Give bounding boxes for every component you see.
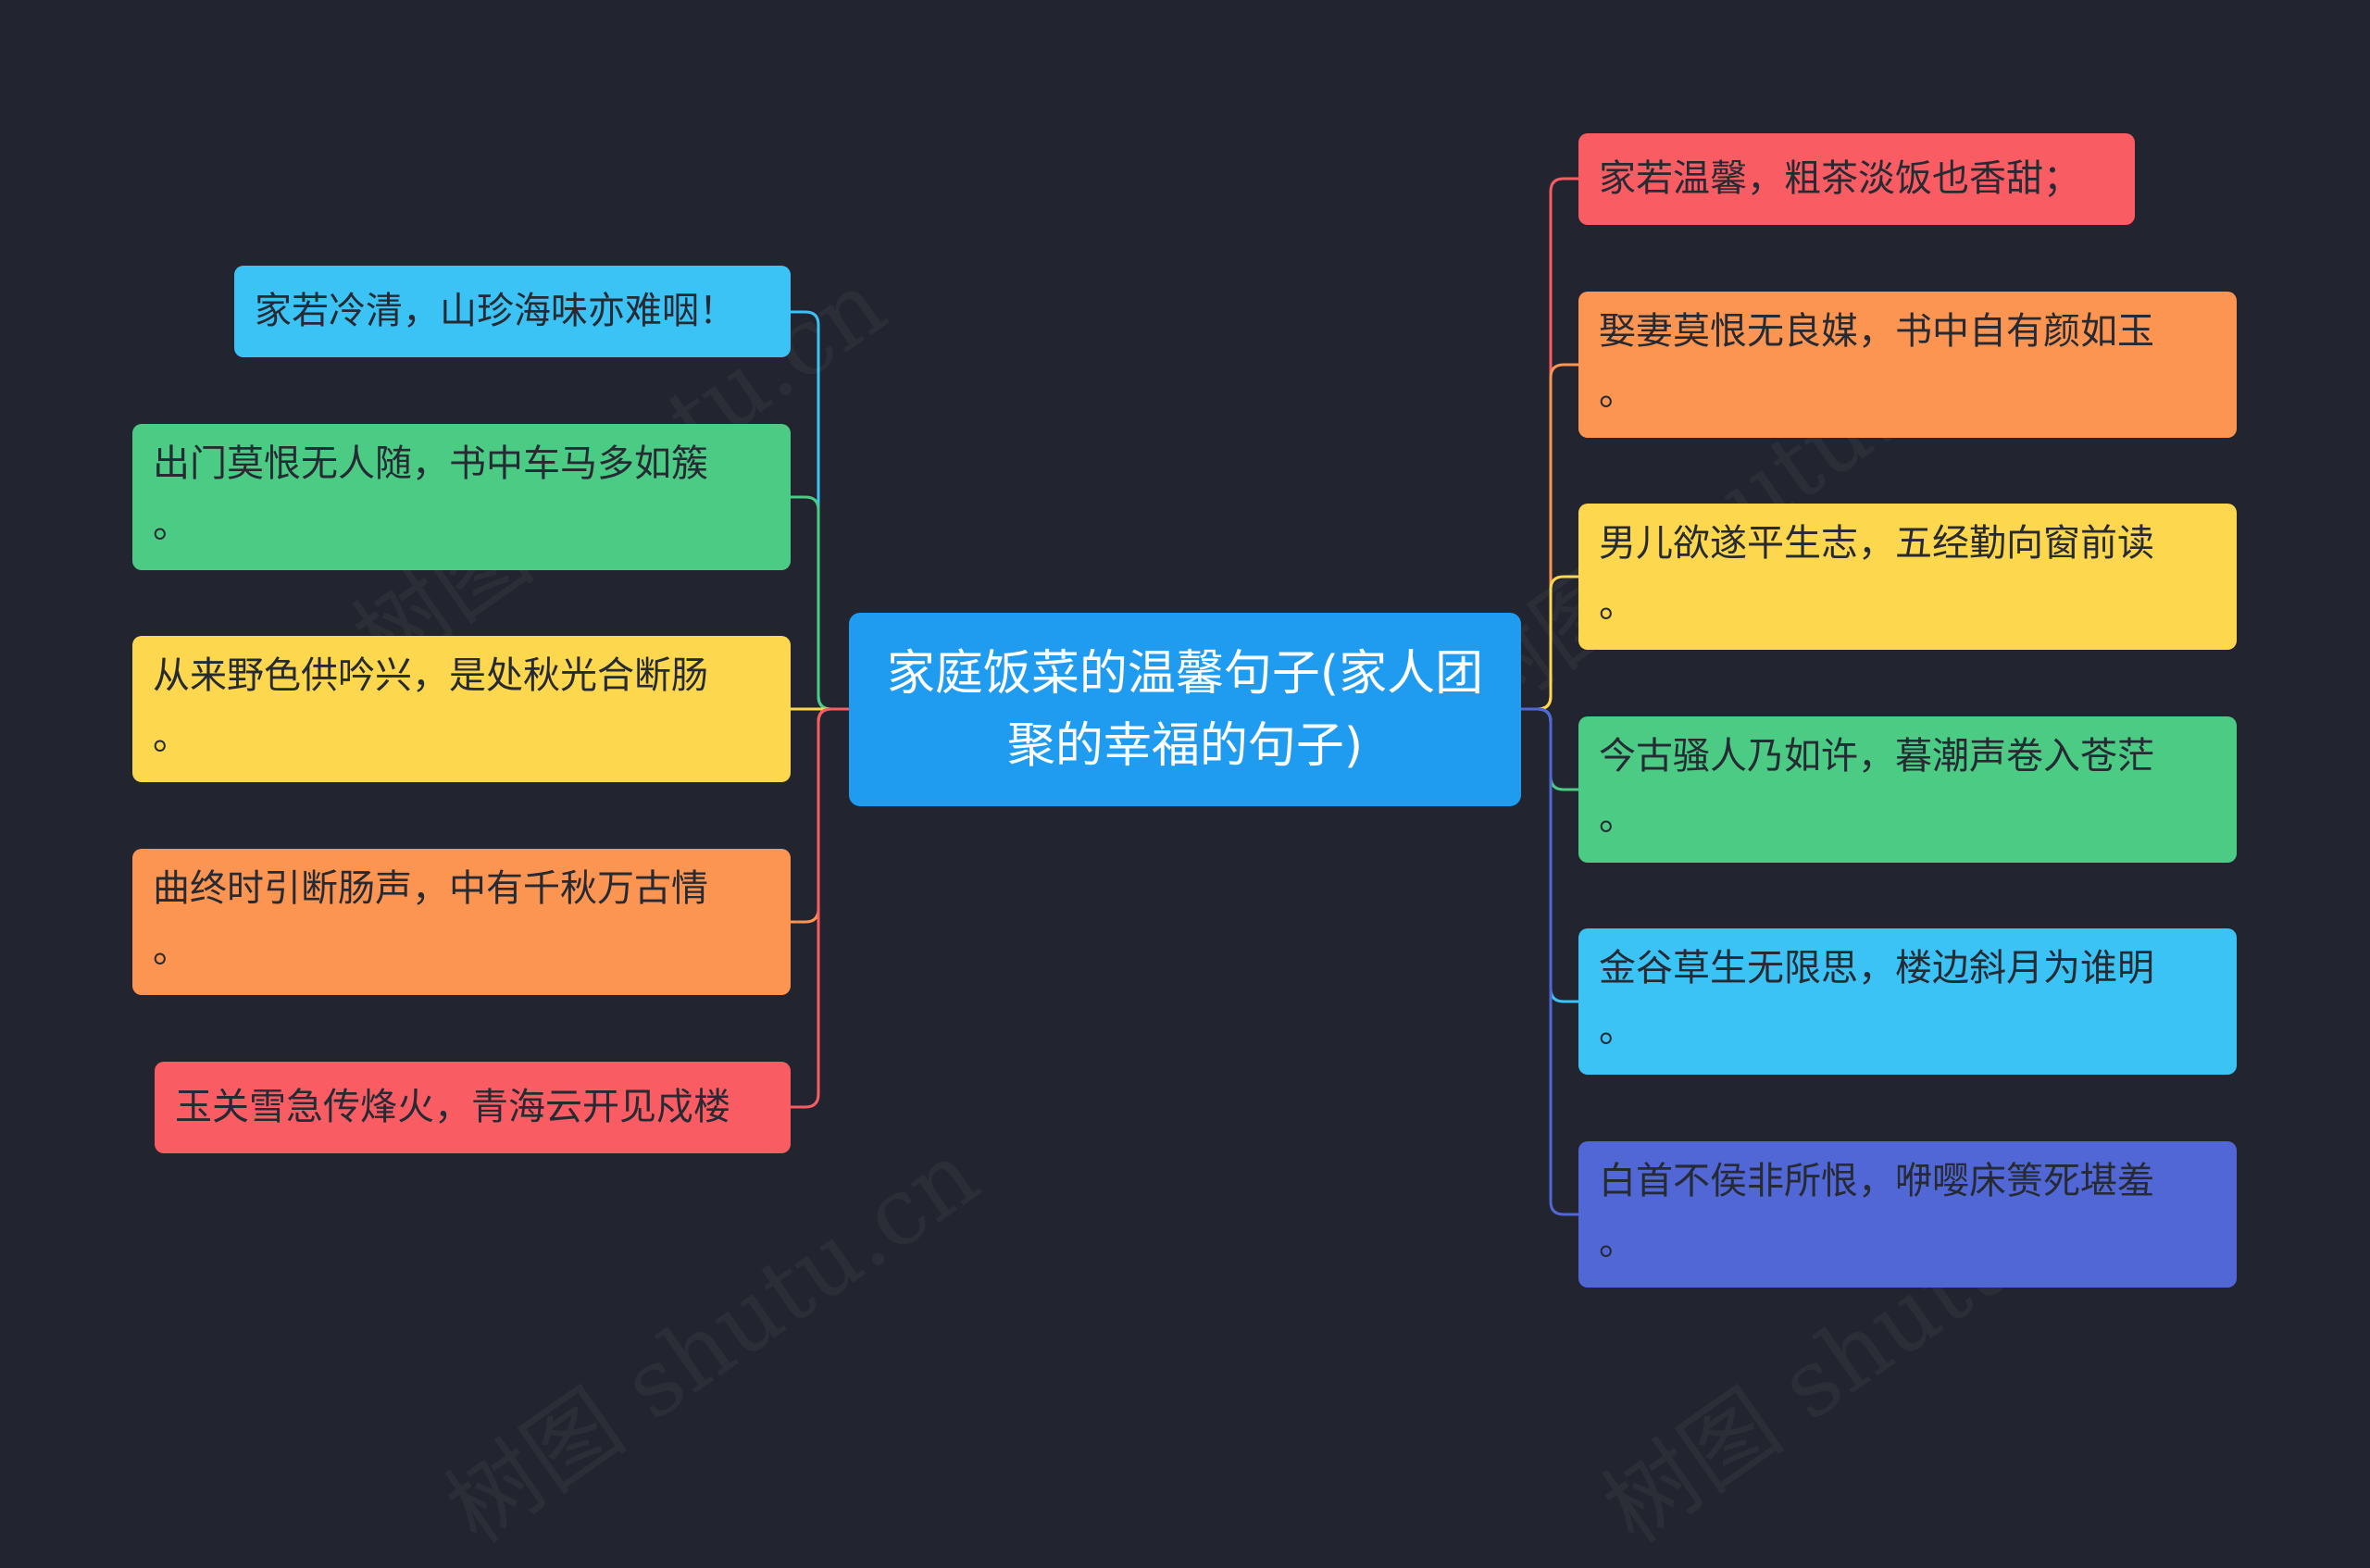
right-branch-node[interactable]: 娶妻莫恨无良媒，书中自有颜如玉 。 xyxy=(1578,292,2237,438)
connector-line xyxy=(1521,707,1578,1216)
connector-lines xyxy=(791,177,1578,1216)
root-topic-label: 家庭饭菜的温馨句子(家人团聚的幸福的句子) xyxy=(886,645,1484,774)
branch-label: 今古骚人乃如许，暮潮声卷入苍茫 。 xyxy=(1599,735,2154,839)
connector-line xyxy=(791,495,849,711)
right-branch-node[interactable]: 今古骚人乃如许，暮潮声卷入苍茫 。 xyxy=(1578,716,2237,863)
branch-label: 家若冷清，山珍海味亦难咽！ xyxy=(255,290,736,332)
branch-label: 男儿欲遂平生志，五经勤向窗前读 。 xyxy=(1599,522,2154,626)
branch-label: 出门莫恨无人随，书中车马多如簇 。 xyxy=(153,442,708,546)
right-branch-node[interactable]: 家若温馨，粗茶淡饭也香甜； xyxy=(1578,133,2135,225)
branch-label: 金谷草生无限思，楼边斜月为谁明 。 xyxy=(1599,947,2154,1051)
branch-label: 白首不侯非所恨，咿嘤床箦死堪羞 。 xyxy=(1599,1160,2154,1263)
branch-label: 曲终时引断肠声，中有千秋万古情 。 xyxy=(153,867,708,971)
branch-label: 娶妻莫恨无良媒，书中自有颜如玉 。 xyxy=(1599,310,2154,414)
branch-label: 家若温馨，粗茶淡饭也香甜； xyxy=(1599,157,2080,200)
right-branch-node[interactable]: 白首不侯非所恨，咿嘤床箦死堪羞 。 xyxy=(1578,1141,2237,1288)
branch-label: 从来野色供吟兴，是处秋光合断肠 。 xyxy=(153,654,708,758)
right-branch-node[interactable]: 男儿欲遂平生志，五经勤向窗前读 。 xyxy=(1578,504,2237,650)
left-branch-node[interactable]: 出门莫恨无人随，书中车马多如簇 。 xyxy=(132,424,791,570)
connector-line xyxy=(1521,575,1578,711)
connector-line xyxy=(791,707,849,1109)
branch-label: 玉关雪急传烽火，青海云开见戍楼 xyxy=(175,1086,730,1128)
root-topic[interactable]: 家庭饭菜的温馨句子(家人团聚的幸福的句子) xyxy=(849,613,1521,806)
right-branch-node[interactable]: 金谷草生无限思，楼边斜月为谁明 。 xyxy=(1578,928,2237,1075)
left-branch-node[interactable]: 曲终时引断肠声，中有千秋万古情 。 xyxy=(132,849,791,995)
left-branch-node[interactable]: 玉关雪急传烽火，青海云开见戍楼 xyxy=(155,1062,791,1153)
left-branch-node[interactable]: 从来野色供吟兴，是处秋光合断肠 。 xyxy=(132,636,791,782)
left-branch-node[interactable]: 家若冷清，山珍海味亦难咽！ xyxy=(234,266,791,357)
